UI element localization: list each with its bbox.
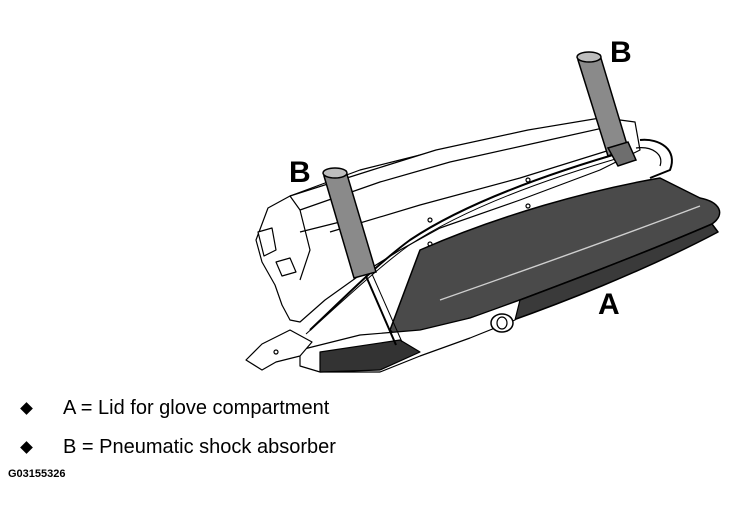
shock-absorber-left	[322, 167, 403, 346]
bullet-diamond-icon	[20, 440, 33, 454]
legend-text-b: B = Pneumatic shock absorber	[63, 436, 336, 458]
housing-detail-line-2	[299, 221, 341, 233]
legend-text-a: A = Lid for glove compartment	[63, 397, 330, 419]
shock-absorber-right	[576, 51, 638, 167]
side-clip	[275, 257, 297, 277]
lower-hinge-bracket	[245, 329, 313, 371]
figure-code: G03155326	[8, 468, 66, 480]
bracket-hole	[273, 349, 279, 355]
housing-front-edge	[299, 209, 311, 281]
retaining-strap	[309, 149, 631, 331]
legend-item: B = Pneumatic shock absorber	[20, 435, 336, 459]
housing-detail-line	[329, 149, 611, 233]
lid-bottom-dark	[319, 339, 421, 373]
legend-item: A = Lid for glove compartment	[20, 396, 329, 420]
housing-screw	[525, 203, 531, 209]
hinge-arm-inner	[635, 147, 662, 167]
lock-cylinder-inner	[496, 316, 508, 330]
callout-b-upper: B	[610, 36, 632, 69]
retaining-strap-2	[305, 155, 627, 335]
callout-b-lower: B	[289, 156, 311, 189]
callout-a: A	[598, 288, 620, 321]
housing-screw	[427, 217, 433, 223]
hinge-arm	[639, 138, 673, 179]
housing-screw	[525, 177, 531, 183]
side-bracket	[257, 227, 277, 257]
glove-compartment-illustration	[245, 51, 721, 373]
bullet-diamond-icon	[20, 401, 33, 415]
lid-highlight	[439, 205, 701, 301]
